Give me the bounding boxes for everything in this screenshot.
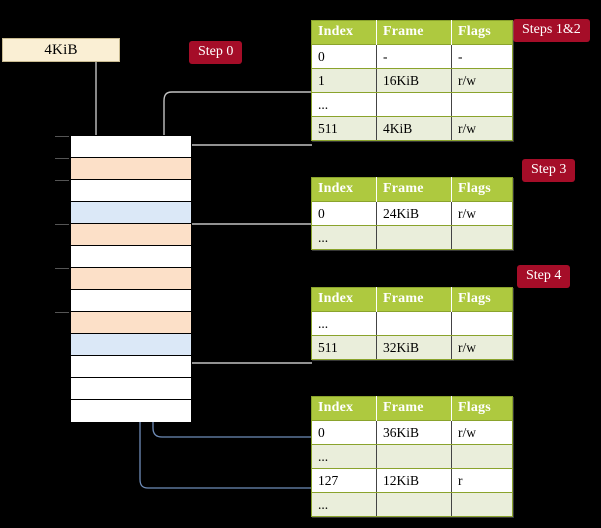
cell-flags: - [451, 44, 513, 69]
memory-row [71, 136, 191, 158]
cell-flags: r/w [451, 335, 513, 360]
cell-frame: 24KiB [376, 201, 452, 226]
column-header-frame: Frame [376, 287, 452, 312]
cell-flags [451, 444, 513, 469]
memory-row-tick [55, 158, 69, 159]
cell-index: ... [311, 92, 377, 117]
column-header-flags: Flags [451, 20, 513, 45]
table-header-row: Index Frame Flags [311, 177, 513, 202]
column-header-index: Index [311, 287, 377, 312]
cell-flags: r/w [451, 201, 513, 226]
virtual-address-box: 4KiB [2, 38, 120, 62]
memory-row [71, 312, 191, 334]
cell-frame: 36KiB [376, 420, 452, 445]
cell-index: ... [311, 492, 377, 517]
column-header-frame: Frame [376, 177, 452, 202]
memory-row [71, 378, 191, 400]
table-row: 1 16KiB r/w [311, 68, 513, 93]
memory-row-tick [55, 224, 69, 225]
table-row: ... [311, 311, 513, 336]
cell-flags [451, 311, 513, 336]
cell-index: 1 [311, 68, 377, 93]
cell-index: 0 [311, 201, 377, 226]
cell-frame [376, 225, 452, 250]
cell-index: ... [311, 311, 377, 336]
memory-row [71, 158, 191, 180]
cell-frame [376, 311, 452, 336]
cell-index: ... [311, 225, 377, 250]
memory-row [71, 180, 191, 202]
badge-step-4-label: Step 4 [526, 268, 562, 283]
table-row: 0 24KiB r/w [311, 201, 513, 226]
cell-frame [376, 492, 452, 517]
column-header-flags: Flags [451, 287, 513, 312]
memory-row [71, 356, 191, 378]
physical-memory-bar [55, 135, 192, 422]
table-row-highlighted: 511 4KiB r/w [311, 116, 513, 141]
badge-step-3: Step 3 [522, 159, 576, 182]
column-header-index: Index [311, 177, 377, 202]
cell-flags: r [451, 468, 513, 493]
badge-step-3-label: Step 3 [531, 162, 567, 177]
cell-frame: 32KiB [376, 335, 452, 360]
cell-frame [376, 444, 452, 469]
page-table-level-3: Index Frame Flags ... 511 32KiB r/w [311, 287, 513, 360]
table-row: 511 32KiB r/w [311, 335, 513, 360]
table-header-row: Index Frame Flags [311, 396, 513, 421]
cell-flags [451, 225, 513, 250]
cell-flags: r/w [451, 116, 513, 141]
memory-row [71, 268, 191, 290]
table-header-row: Index Frame Flags [311, 20, 513, 45]
page-table-level-1: Index Frame Flags 0 - - 1 16KiB r/w ... [311, 20, 513, 141]
table-row: 0 - - [311, 44, 513, 69]
column-header-flags: Flags [451, 177, 513, 202]
cell-frame: 12KiB [376, 468, 452, 493]
page-table-level-4: Index Frame Flags 0 36KiB r/w ... 127 12… [311, 396, 513, 517]
cell-index: 511 [311, 116, 377, 141]
column-header-frame: Frame [376, 20, 452, 45]
column-header-index: Index [311, 396, 377, 421]
badge-step-0-label: Step 0 [198, 44, 234, 59]
cell-frame: 16KiB [376, 68, 452, 93]
cell-frame: - [376, 44, 452, 69]
memory-row-tick [55, 268, 69, 269]
cell-index: 0 [311, 44, 377, 69]
virtual-address-label: 4KiB [44, 41, 78, 58]
memory-row-tick [55, 180, 69, 181]
column-header-frame: Frame [376, 396, 452, 421]
table-row: 127 12KiB r [311, 468, 513, 493]
table-row: 0 36KiB r/w [311, 420, 513, 445]
badge-step-0: Step 0 [189, 41, 243, 64]
cell-flags [451, 92, 513, 117]
memory-row [71, 246, 191, 268]
badge-steps-1-2: Steps 1&2 [513, 19, 590, 42]
cell-index: 511 [311, 335, 377, 360]
table-row: ... [311, 444, 513, 469]
memory-row [71, 224, 191, 246]
cell-index: 127 [311, 468, 377, 493]
cell-flags [451, 492, 513, 517]
table-header-row: Index Frame Flags [311, 287, 513, 312]
badge-steps-1-2-label: Steps 1&2 [522, 22, 581, 37]
cell-flags: r/w [451, 420, 513, 445]
column-header-index: Index [311, 20, 377, 45]
cell-index: ... [311, 444, 377, 469]
table-row: ... [311, 92, 513, 117]
cell-frame: 4KiB [376, 116, 452, 141]
memory-row [71, 290, 191, 312]
memory-row-tick [55, 136, 69, 137]
memory-row-tick [55, 312, 69, 313]
column-header-flags: Flags [451, 396, 513, 421]
memory-row [71, 334, 191, 356]
memory-row [71, 202, 191, 224]
page-table-level-2: Index Frame Flags 0 24KiB r/w ... [311, 177, 513, 250]
cell-flags: r/w [451, 68, 513, 93]
cell-index: 0 [311, 420, 377, 445]
cell-frame [376, 92, 452, 117]
table-row: ... [311, 225, 513, 250]
badge-step-4: Step 4 [517, 265, 571, 288]
table-row: ... [311, 492, 513, 517]
memory-row [71, 400, 191, 422]
